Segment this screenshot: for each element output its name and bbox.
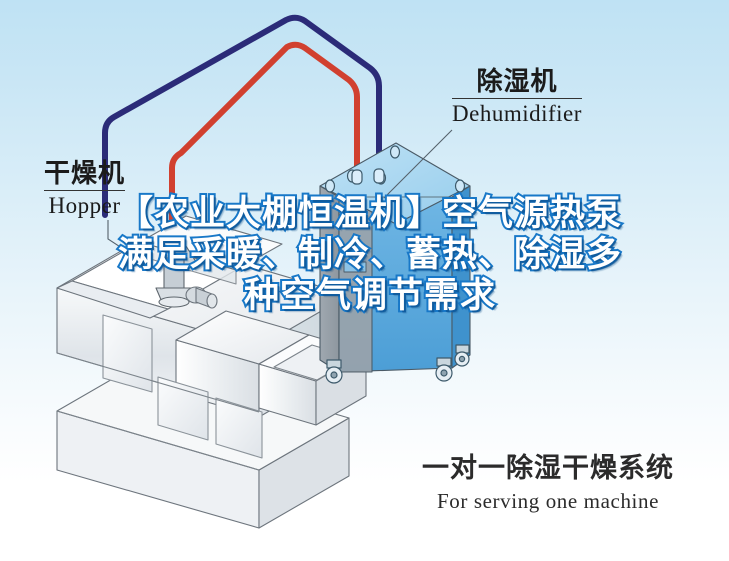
lifting-eye-top [389, 145, 401, 159]
callout-hopper-rule [44, 190, 126, 191]
system-caption: 一对一除湿干燥系统 For serving one machine [398, 455, 698, 512]
callout-hopper-cn: 干燥机 [44, 158, 126, 188]
dryer-panel-3 [215, 397, 263, 459]
casters [325, 344, 470, 384]
callout-dehumidifier-rule [452, 98, 582, 99]
dryer-seam-2 [56, 410, 260, 471]
caster-back-right [454, 344, 470, 367]
lifting-eye-front-left [324, 179, 336, 193]
return-air-pipe [102, 14, 382, 218]
lifting-eye-front-right [454, 179, 466, 193]
callout-dehumidifier: 除湿机 Dehumidifier [452, 68, 582, 125]
callout-hopper: 干燥机 Hopper [44, 158, 126, 218]
caption-cn: 一对一除湿干燥系统 [422, 453, 674, 483]
dehumidifier-cabinet [319, 142, 471, 384]
hot-air-inlet [351, 169, 363, 185]
dehumidifier-leader-line [383, 129, 453, 199]
caster-front-left [325, 359, 343, 384]
dryer-seam-1 [56, 352, 260, 413]
side-duct [185, 286, 218, 309]
dryer-panel-2 [157, 376, 209, 441]
headline-overlay: 【农业大棚恒温机】空气源热泵满足采暖、制冷、蓄热、除湿多种空气调节需求 [116, 192, 623, 317]
dryer-panel-1 [102, 314, 153, 393]
dehumidifier-top-face [319, 142, 471, 225]
leader-lines [107, 129, 453, 253]
caption-en: For serving one machine [437, 489, 659, 513]
pipe-inlets [351, 168, 385, 185]
hot-air-pipe [169, 41, 360, 271]
control-panel [343, 205, 367, 273]
dryer-hopper-unit [56, 215, 367, 529]
callout-hopper-en: Hopper [48, 193, 121, 218]
callout-dehumidifier-en: Dehumidifier [452, 101, 582, 126]
pipe-network [102, 14, 382, 271]
hopper-shoulder-slope [56, 280, 169, 319]
return-air-inlet [373, 168, 385, 184]
callout-dehumidifier-cn: 除湿机 [476, 66, 558, 96]
caster-front-right [435, 357, 453, 382]
hopper-leader-line [107, 220, 129, 253]
hopper-funnel [155, 245, 197, 308]
